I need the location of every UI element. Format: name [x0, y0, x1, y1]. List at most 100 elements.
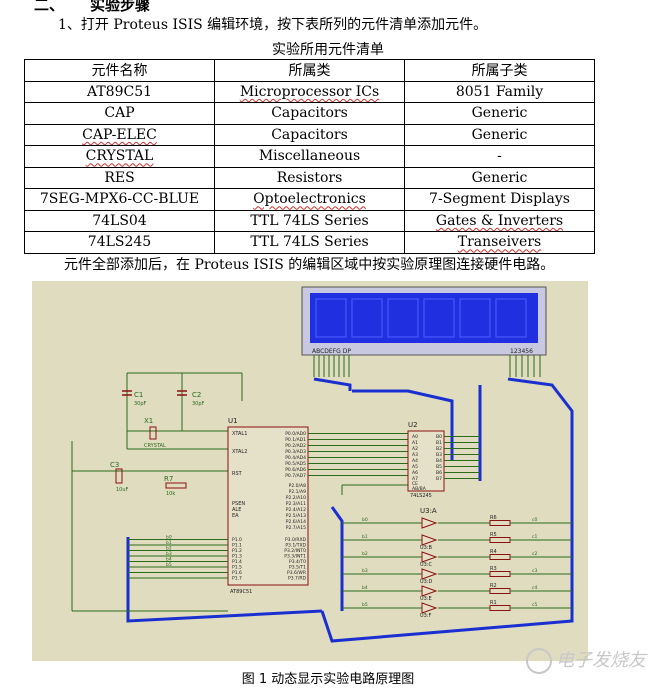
u1-p1-pin: P1.5	[232, 565, 242, 571]
u1-p1-pin: P1.4	[232, 559, 242, 565]
display-net-label: c5	[532, 602, 537, 608]
intro-text: 1、打开 Proteus ISIS 编辑环境，按下表所列的元件清单添加元件。	[58, 17, 488, 33]
cell-subclass: -	[404, 145, 595, 168]
cell-name: AT89C51	[24, 80, 215, 103]
u2-b-pin: B7	[436, 476, 442, 482]
cell-class-text: Microprocessor ICs	[239, 83, 380, 100]
u1-p2-pin: P2.0/A8	[289, 483, 306, 489]
u2-ctl-pin: AB/BA	[412, 486, 427, 492]
c2-label: C2	[192, 391, 201, 399]
inverter-symbol	[421, 585, 438, 597]
c3-label: C3	[110, 461, 119, 469]
cell-name: CRYSTAL	[24, 145, 215, 168]
cell-class: Resistors	[214, 166, 405, 189]
header-subclass: 所属子类	[404, 59, 595, 82]
u2-name: 74LS245	[410, 493, 432, 499]
cell-class: Capacitors	[214, 102, 405, 125]
display-left-pins: ABCDEFG DP	[312, 348, 351, 355]
u1-p3-pin: P3.0/RXD	[285, 537, 307, 543]
osc-wiring	[71, 372, 408, 612]
u1-rst: RST	[232, 471, 243, 477]
crystal-symbol	[149, 426, 157, 440]
u1-p1-pin: P1.2	[232, 548, 242, 554]
u1-body	[227, 426, 309, 586]
u2-b-pin: B5	[436, 464, 442, 470]
inverter-symbol	[421, 517, 438, 529]
cell-name-text: CRYSTAL	[85, 148, 154, 165]
u1-pin-labels: P0.0/AD0P0.1/AD1P0.2/AD2P0.3/AD3P0.4/AD4…	[128, 431, 408, 582]
u1-p1-pin: P1.7	[232, 576, 242, 582]
inverter-symbol	[421, 551, 438, 563]
u1-p1-pin: P1.3	[232, 554, 242, 560]
u1-p2-pin: P2.4/A12	[286, 507, 306, 513]
u1-p0-pin: P0.1/AD1	[285, 437, 306, 443]
section-title: 实验步骤	[90, 0, 151, 14]
figure-caption: 图 1 动态显示实验电路原理图	[241, 672, 415, 687]
c3-symbol	[115, 468, 123, 484]
cell-name: RES	[24, 166, 215, 189]
display-net-label: c2	[532, 551, 537, 557]
inverter-net-label: b4	[362, 585, 368, 591]
u1-p3-pin: P3.6/WR	[287, 570, 306, 576]
u2-a-pin: A0	[412, 434, 418, 440]
u1-p1-pin: P1.0	[232, 537, 242, 543]
resistor-label: R2	[490, 583, 497, 589]
u1-p2-pin: P2.5/A13	[286, 513, 306, 519]
p1-net-label: b4	[166, 557, 172, 563]
resistor-label: R6	[490, 515, 497, 521]
inverter-net-label: b1	[362, 534, 368, 540]
watermark-text: 电子发烧友	[556, 650, 646, 671]
cell-class: Miscellaneous	[214, 145, 405, 168]
section-heading: 二、 实验步骤	[34, 0, 150, 15]
u2-a-pin: A2	[412, 446, 418, 452]
u1-ea: EA	[232, 513, 239, 519]
resistor-label: R1	[490, 600, 497, 606]
u1-p3-pin: P3.3/INT1	[284, 554, 306, 560]
u1-xtal2: XTAL2	[232, 449, 247, 455]
u1-psen: PSEN	[232, 501, 245, 507]
header-class: 所属类	[214, 59, 405, 82]
cell-class-text: Optoelectronics	[253, 191, 366, 208]
u1-p0-pin: P0.2/AD2	[285, 443, 306, 449]
c1-value: 30pF	[134, 401, 147, 407]
inverter-symbol	[421, 534, 438, 546]
cell-subclass: Generic	[404, 166, 595, 189]
u1-name: AT89C51	[230, 589, 252, 595]
resistor-label: R4	[490, 549, 497, 555]
table-row: AT89C51 Microprocessor ICs 8051 Family	[24, 80, 595, 103]
u2-label: U2	[408, 421, 418, 429]
cell-class: Capacitors	[214, 123, 405, 146]
cell-subclass: Generic	[404, 123, 595, 146]
u2-body	[407, 430, 445, 492]
section-number: 二、	[34, 0, 65, 14]
after-text: 元件全部添加后，在 Proteus ISIS 的编辑区域中按实验原理图连接硬件电…	[64, 257, 555, 273]
inverter-net-label: b3	[362, 568, 368, 574]
u1-label: U1	[228, 417, 238, 425]
bus-lines	[126, 377, 574, 643]
u2-a-pin: A3	[412, 452, 418, 458]
c3-value: 10uF	[116, 487, 129, 493]
u1-p2-pin: P2.3/A11	[286, 501, 306, 507]
u2-a-pin: A1	[412, 440, 418, 446]
u2-a-pin: A4	[412, 458, 418, 464]
display-segments	[315, 298, 527, 338]
cell-subclass: Generic	[404, 102, 595, 125]
u1-ale: ALE	[232, 507, 241, 513]
p1-net-label: b5	[166, 562, 172, 568]
inverter-unit-label: U3:E	[420, 596, 432, 602]
display-net-label: c3	[532, 568, 537, 574]
cell-subclass: 8051 Family	[404, 80, 595, 103]
c1-label: C1	[134, 391, 143, 399]
u1-p0-pin: P0.6/AD6	[285, 467, 306, 473]
u2-b-pin: B0	[436, 434, 442, 440]
inverter-unit-label: U3:D	[420, 579, 433, 585]
u2-ctl-pin: CE	[412, 481, 418, 487]
u1-p1-pin: P1.1	[232, 543, 242, 549]
u1-p3-pin: P3.2/INT0	[284, 548, 306, 554]
